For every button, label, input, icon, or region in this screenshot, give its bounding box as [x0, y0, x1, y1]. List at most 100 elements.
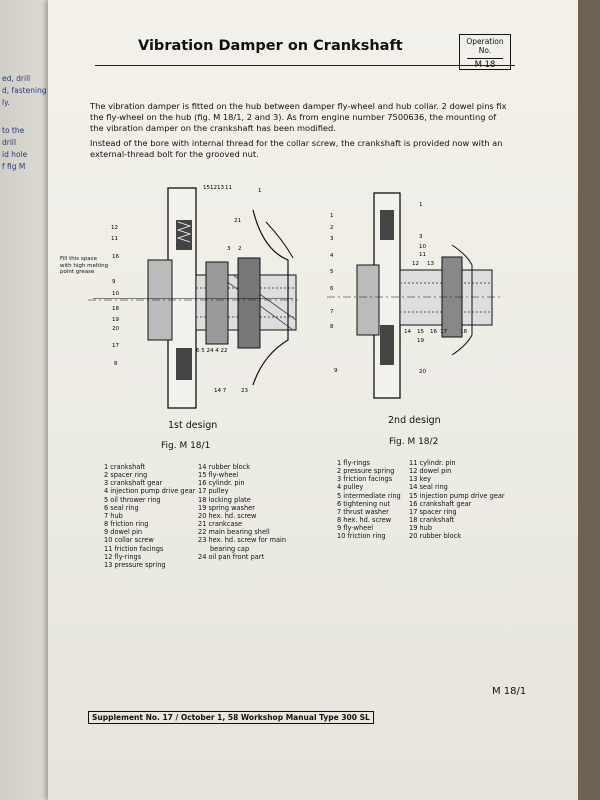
legend-item: 20 hex. hd. screw: [198, 511, 257, 520]
svg-text:10: 10: [419, 244, 426, 250]
svg-text:13: 13: [427, 261, 434, 267]
bg-fragment: d, fastening: [2, 86, 47, 95]
svg-text:8: 8: [330, 324, 334, 330]
bg-fragment: to the: [2, 126, 25, 135]
svg-text:21: 21: [234, 218, 241, 224]
svg-text:23: 23: [241, 388, 248, 394]
svg-text:1: 1: [330, 213, 334, 219]
svg-text:18: 18: [460, 329, 467, 335]
legend-item: 10 friction ring: [337, 532, 386, 541]
page-title: Vibration Damper on Crankshaft: [138, 38, 403, 54]
legend-item: bearing cap: [210, 544, 250, 553]
legend-item: 24 oil pan front part: [198, 552, 265, 561]
svg-text:4: 4: [330, 253, 334, 259]
legend-item: 15 injection pump drive gear: [409, 491, 505, 500]
legend-item: 12 dowel pin: [409, 467, 452, 476]
legend-item: 10 collar screw: [104, 536, 154, 545]
bg-fragment: id hole: [2, 150, 28, 159]
legend-item: 9 dowel pin: [104, 528, 143, 537]
legend-item: 1 crankshaft: [104, 463, 146, 471]
svg-text:12: 12: [111, 225, 118, 231]
manual-page: [48, 0, 578, 800]
legend-item: 11 cylindr. pin: [409, 459, 456, 467]
legend-item: 14 rubber block: [198, 463, 251, 471]
bg-fragment: drill: [2, 138, 17, 147]
legend-item: 11 friction facings: [104, 544, 164, 553]
figure1-caption: Fig. M 18/1: [161, 441, 211, 451]
legend-item: 2 spacer ring: [104, 471, 148, 480]
legend-item: 17 pulley: [198, 487, 229, 496]
legend-item: 9 fly-wheel: [337, 524, 374, 533]
svg-text:14 7: 14 7: [214, 388, 227, 394]
legend-item: 7 thrust washer: [337, 507, 389, 516]
legend-item: 3 friction facings: [337, 475, 393, 484]
legend-item: 14 seal ring: [409, 483, 448, 492]
svg-text:6 5 24 4 22: 6 5 24 4 22: [196, 348, 228, 354]
svg-text:20: 20: [419, 369, 426, 375]
svg-text:8: 8: [114, 361, 118, 367]
svg-text:11: 11: [419, 252, 426, 258]
svg-text:1: 1: [419, 202, 423, 208]
legend-item: 4 pulley: [337, 483, 364, 492]
legend-item: 6 seal ring: [104, 503, 139, 512]
legend-item: 2 pressure spring: [337, 467, 395, 476]
bg-fragment: f fig M: [2, 162, 26, 171]
legend-item: 8 friction ring: [104, 520, 149, 529]
paragraph-1: The vibration damper is fitted on the hu…: [90, 101, 507, 133]
legend-item: 20 rubber block: [409, 532, 462, 541]
legend-item: 23 hex. hd. screw for main: [198, 536, 287, 545]
legend-item: 1 fly-rings: [337, 459, 370, 467]
legend-item: 18 locking plate: [198, 495, 251, 504]
figure1-design-caption: 1st design: [168, 420, 218, 431]
svg-text:10: 10: [112, 291, 119, 297]
svg-text:16: 16: [112, 254, 119, 260]
svg-text:6: 6: [330, 286, 334, 292]
callout-top-13: 13: [217, 185, 224, 191]
page-number: M 18/1: [492, 686, 527, 697]
legend-item: 12 fly-rings: [104, 552, 142, 561]
svg-text:3: 3: [227, 246, 231, 252]
legend-item: 13 key: [409, 475, 432, 484]
figure1-legend-right: 14 rubber block 15 fly-wheel 16 cylindr.…: [198, 463, 286, 561]
figure2-legend-left: 1 fly-rings 2 pressure spring 3 friction…: [337, 459, 401, 541]
svg-text:5: 5: [330, 269, 334, 275]
legend-item: 5 oil thrower ring: [104, 495, 161, 504]
legend-item: 7 hub: [104, 511, 123, 520]
legend-item: 3 crankshaft gear: [104, 479, 163, 488]
operation-label-no: No.: [478, 46, 492, 55]
legend-item: 19 spring washer: [198, 503, 255, 512]
svg-text:12: 12: [412, 261, 419, 267]
operation-number: M 18: [467, 58, 503, 70]
svg-text:17: 17: [112, 343, 119, 349]
legend-item: 15 fly-wheel: [198, 471, 239, 480]
svg-text:14: 14: [404, 329, 411, 335]
legend-item: 18 crankshaft: [409, 516, 455, 525]
figure2-design-caption: 2nd design: [388, 415, 441, 426]
svg-text:9: 9: [334, 368, 338, 374]
svg-text:16: 16: [430, 329, 437, 335]
legend-item: 6 tightening nut: [337, 499, 391, 508]
svg-text:7: 7: [330, 309, 334, 315]
title-rule: [95, 65, 515, 66]
figure1-drawing: 15 12 13 11 12 11 16 9 10 18 19 20 17 8 …: [88, 185, 298, 409]
callout-top-11: 11: [225, 185, 232, 191]
figure2-drawing: 1 2 3 4 5 6 7 8 9 1 3 10 11 12 13 14 15 …: [327, 192, 502, 399]
svg-text:20: 20: [112, 326, 119, 332]
page-edge: [578, 0, 600, 800]
bg-fragment: ed, drill: [2, 74, 31, 83]
grease-note: Fill this space with high melting point …: [60, 256, 109, 275]
callout-top-12: 12: [210, 185, 217, 191]
figure1-legend-left: 1 crankshaft 2 spacer ring 3 crankshaft …: [104, 463, 195, 569]
svg-text:17: 17: [440, 329, 447, 335]
svg-text:1: 1: [258, 188, 262, 194]
legend-item: 16 cylindr. pin: [198, 479, 245, 488]
footer: Supplement No. 17 / October 1, 58 Worksh…: [88, 711, 374, 724]
legend-item: 13 pressure spring: [104, 560, 166, 569]
legend-item: 5 intermediate ring: [337, 491, 401, 500]
legend-item: 22 main bearing shell: [198, 528, 270, 537]
svg-text:11: 11: [111, 236, 118, 242]
figure2-legend-right: 11 cylindr. pin 12 dowel pin 13 key 14 s…: [409, 459, 505, 541]
svg-text:2: 2: [238, 246, 242, 252]
legend-item: 16 crankshaft gear: [409, 499, 472, 508]
legend-item: 8 hex. hd. screw: [337, 516, 392, 525]
